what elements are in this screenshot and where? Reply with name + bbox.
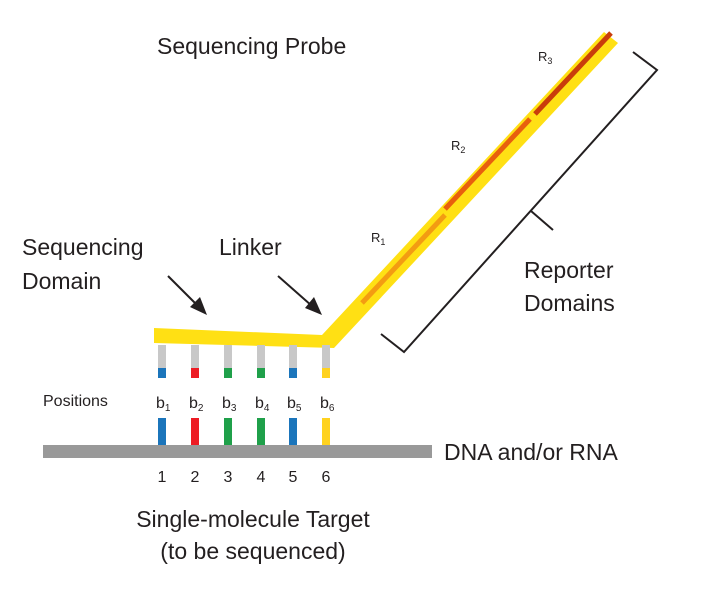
sequencing-domain-label-line2: Domain [22,268,101,294]
target-caption-line1: Single-molecule Target [136,506,370,532]
target-base [158,418,166,445]
reporter-domains-label-line2: Domains [524,290,615,316]
base-column: b3 3 [222,345,237,486]
sequencing-domain-arrow [167,275,207,315]
reporter-domains-label-line1: Reporter [524,257,614,283]
probe-stub [224,345,232,368]
position-number: 4 [257,469,266,486]
reporter-bracket [380,51,659,354]
target-base [322,418,330,445]
probe-stub [257,345,265,368]
linker-arrow [277,275,322,315]
target-base [257,418,265,445]
base-column: b5 5 [287,345,302,486]
probe-backbone [154,31,618,348]
reporter-label-r3: R3 [538,49,552,66]
base-column: b6 6 [320,345,335,486]
probe-stub [322,345,330,368]
base-label: b4 [255,395,270,414]
position-number: 1 [158,469,167,486]
positions-label: Positions [43,393,108,410]
base-columns: b1 1 b2 2 b3 3 b4 4 b5 5 b6 6 [156,345,335,486]
base-label: b2 [189,395,204,414]
target-strand-label: DNA and/or RNA [444,439,619,465]
target-caption-line2: (to be sequenced) [160,538,345,564]
position-number: 6 [322,469,331,486]
target-base [224,418,232,445]
probe-stub [289,345,297,368]
base-column: b1 1 [156,345,171,486]
sequencing-domain-label-line1: Sequencing [22,234,144,260]
probe-base-mark [191,368,199,378]
base-column: b2 2 [189,345,204,486]
probe-base-mark [224,368,232,378]
position-number: 3 [224,469,233,486]
diagram-title: Sequencing Probe [157,33,346,59]
probe-stub [191,345,199,368]
base-label: b3 [222,395,237,414]
target-base [289,418,297,445]
reporter-label-r1: R1 [371,230,385,247]
reporter-domain-r3 [533,31,613,116]
target-base [191,418,199,445]
target-strand [43,445,432,458]
reporter-domain-r2 [443,117,532,211]
base-column: b4 4 [255,345,270,486]
base-label: b5 [287,395,302,414]
reporter-domain-r1 [360,213,447,305]
probe-base-mark [289,368,297,378]
base-label: b1 [156,395,171,414]
position-number: 5 [289,469,298,486]
probe-stub [158,345,166,368]
probe-base-mark [322,368,330,378]
linker-label: Linker [219,234,282,260]
probe-body [154,32,618,348]
probe-base-mark [257,368,265,378]
probe-base-mark [158,368,166,378]
reporter-label-r2: R2 [451,138,465,155]
base-label: b6 [320,395,335,414]
position-number: 2 [191,469,200,486]
